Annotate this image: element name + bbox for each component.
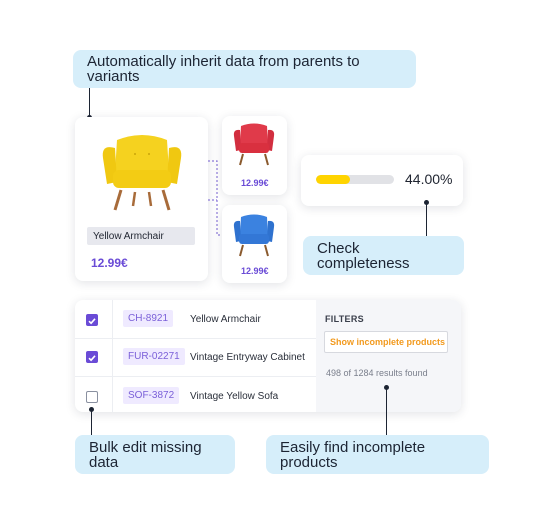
filters-heading: FILTERS	[325, 314, 364, 324]
callout-completeness-text: Check completeness	[317, 239, 410, 272]
red-armchair-image	[233, 123, 275, 166]
blue-armchair-image	[233, 214, 275, 257]
product-name: Yellow Armchair	[93, 231, 164, 242]
completeness-value: 44.00%	[405, 171, 453, 187]
callout-bulk-edit-text: Bulk edit missing data	[89, 438, 202, 471]
connector-dot	[384, 385, 389, 390]
variant-price-blue: 12.99€	[241, 266, 269, 276]
callout-find-incomplete-text: Easily find incomplete products	[280, 438, 426, 471]
product-table: CH-8921 Yellow Armchair FUR-02271 Vintag…	[75, 300, 461, 412]
row-checkbox[interactable]	[86, 314, 98, 326]
product-name-field[interactable]: Yellow Armchair	[87, 227, 195, 245]
row-checkbox[interactable]	[86, 391, 98, 403]
connector-line	[426, 203, 427, 237]
product-name: Vintage Yellow Sofa	[190, 391, 279, 402]
callout-bulk-edit: Bulk edit missing data	[75, 435, 235, 474]
parent-price: 12.99€	[91, 256, 128, 270]
variant-connector	[208, 160, 222, 236]
parent-product-card[interactable]: Yellow Armchair 12.99€	[75, 117, 208, 281]
checkbox-column-divider	[112, 300, 113, 412]
completeness-bar	[316, 175, 394, 184]
check-icon	[88, 318, 96, 325]
table-row[interactable]: FUR-02271 Vintage Entryway Cabinet	[75, 339, 316, 376]
results-count: 498 of 1284 results found	[326, 368, 428, 378]
row-divider	[75, 376, 316, 377]
row-checkbox[interactable]	[86, 351, 98, 363]
completeness-card: 44.00%	[301, 155, 463, 206]
row-divider	[75, 338, 316, 339]
filters-panel: FILTERS Show incomplete products 498 of …	[316, 300, 461, 412]
product-name: Yellow Armchair	[190, 314, 261, 325]
callout-completeness: Check completeness	[303, 236, 464, 275]
connector-dot	[424, 200, 429, 205]
variant-card-red[interactable]: 12.99€	[222, 116, 287, 195]
variant-price-red: 12.99€	[241, 178, 269, 188]
connector-dot	[89, 407, 94, 412]
completeness-bar-fill	[316, 175, 351, 184]
check-icon	[88, 355, 96, 362]
variant-card-blue[interactable]: 12.99€	[222, 205, 287, 283]
yellow-armchair-image	[102, 135, 182, 211]
connector-line	[91, 410, 92, 435]
sku-badge: FUR-02271	[123, 348, 185, 365]
table-row[interactable]: SOF-3872 Vintage Yellow Sofa	[75, 377, 316, 412]
sku-badge: SOF-3872	[123, 387, 180, 404]
callout-inherit: Automatically inherit data from parents …	[73, 50, 416, 88]
product-name: Vintage Entryway Cabinet	[190, 352, 305, 363]
sku-badge: CH-8921	[123, 310, 174, 327]
show-incomplete-button[interactable]: Show incomplete products	[324, 331, 448, 353]
callout-inherit-text: Automatically inherit data from parents …	[87, 53, 360, 85]
connector-line	[386, 388, 387, 435]
show-incomplete-label: Show incomplete products	[330, 337, 446, 347]
table-row[interactable]: CH-8921 Yellow Armchair	[75, 300, 316, 338]
connector-line	[89, 88, 90, 116]
callout-find-incomplete: Easily find incomplete products	[266, 435, 489, 474]
